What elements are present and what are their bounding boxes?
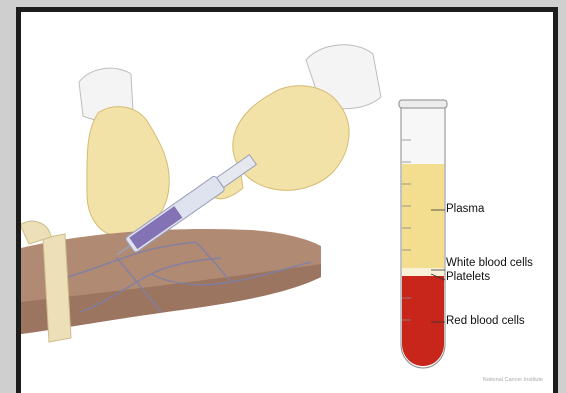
red-blood-cells-label: Red blood cells	[446, 315, 525, 328]
right-gloved-hand	[233, 86, 349, 191]
plasma-label: Plasma	[446, 203, 484, 216]
platelets-label: Platelets	[446, 271, 490, 284]
credit-text: National Cancer Institute	[483, 377, 543, 383]
red-cell-layer	[402, 276, 444, 366]
white-blood-cells-label: White blood cells	[446, 257, 533, 270]
illustration-canvas: Plasma White blood cells Platelets Red b…	[21, 12, 553, 393]
test-tube	[399, 100, 447, 368]
buffy-coat-layer	[402, 268, 444, 276]
plasma-layer	[402, 164, 444, 268]
